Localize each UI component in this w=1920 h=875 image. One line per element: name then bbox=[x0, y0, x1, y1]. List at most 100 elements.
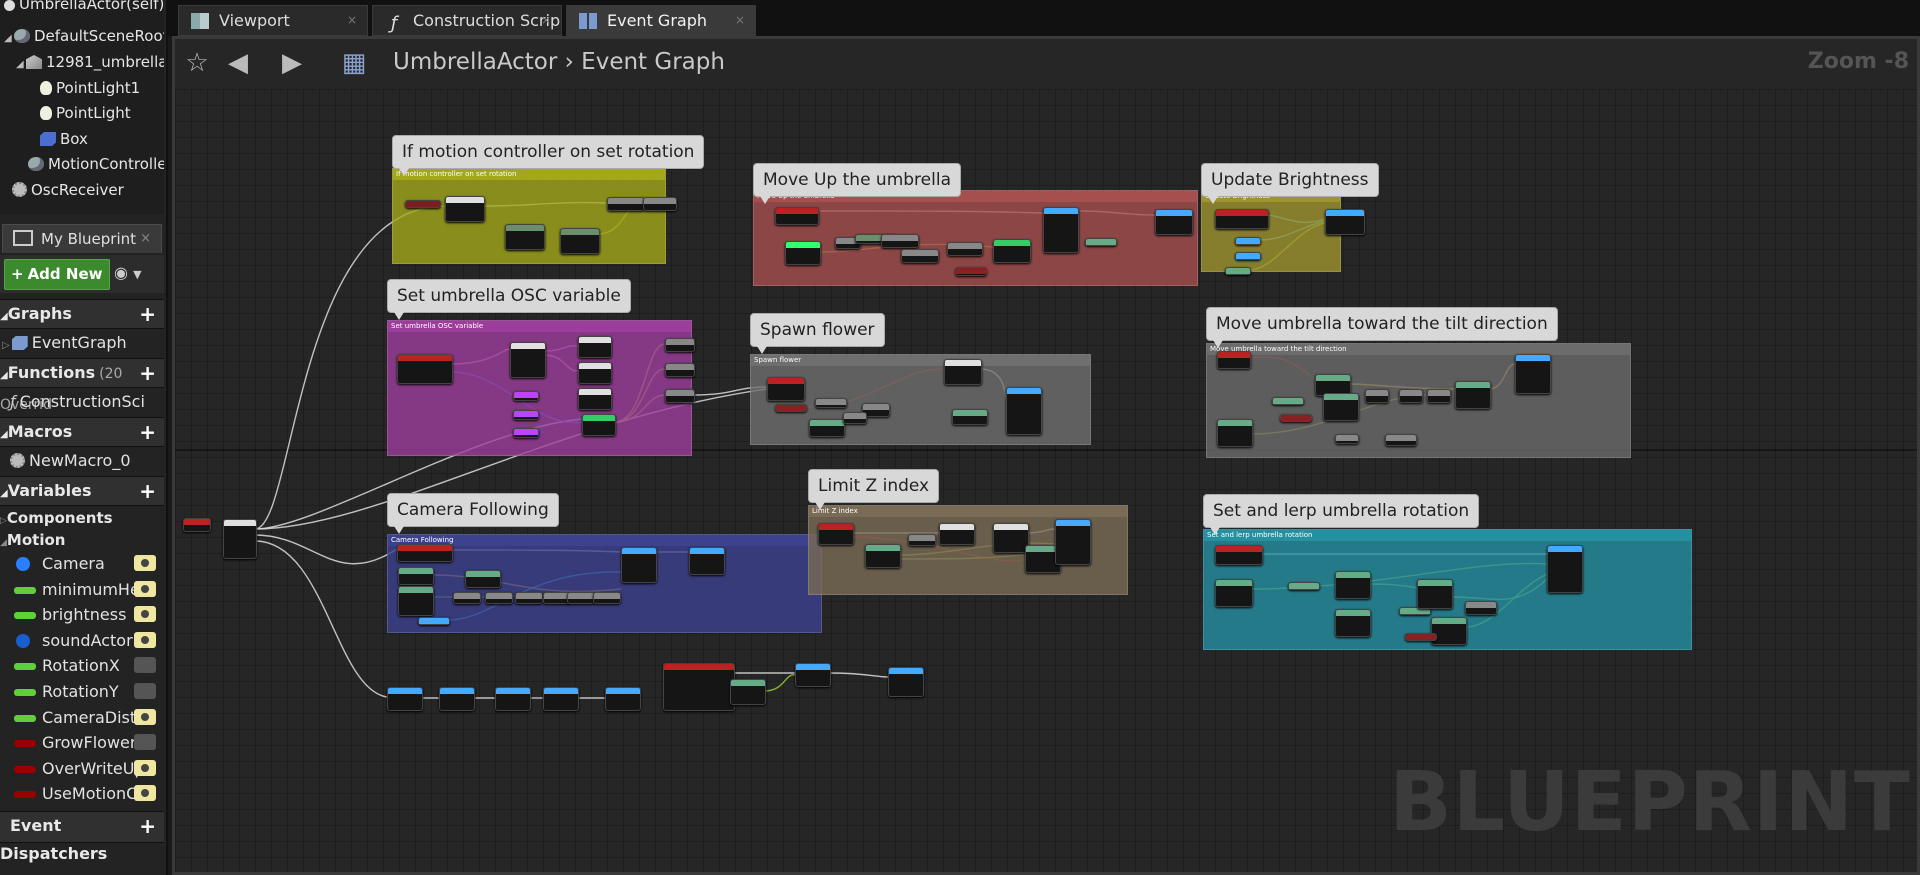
comment-bubble[interactable]: If motion controller on set rotation bbox=[392, 135, 705, 176]
tab-viewport[interactable]: Viewport× bbox=[178, 5, 368, 36]
tab-event-graph[interactable]: Event Graph× bbox=[566, 5, 756, 36]
variable-item[interactable]: OverWriteUp bbox=[0, 756, 164, 781]
tree-item-pointlight[interactable]: PointLight bbox=[40, 101, 131, 125]
graph-node[interactable] bbox=[1455, 381, 1491, 409]
graph-node[interactable] bbox=[1288, 582, 1320, 590]
graph-node[interactable] bbox=[888, 667, 924, 697]
graph-node[interactable] bbox=[621, 547, 657, 583]
section-event-dispatchers[interactable]: Event Dispatchers+ bbox=[0, 811, 164, 863]
graph-node[interactable] bbox=[578, 388, 612, 410]
graph-node[interactable] bbox=[1217, 419, 1253, 447]
eye-open-icon[interactable] bbox=[134, 631, 156, 648]
star-icon[interactable]: ☆ bbox=[185, 48, 209, 78]
graph-node[interactable] bbox=[993, 523, 1029, 553]
graph-node[interactable] bbox=[1235, 252, 1261, 260]
tree-item-motion-controller[interactable]: MotionControlle bbox=[28, 152, 164, 176]
eye-open-icon[interactable] bbox=[134, 606, 156, 623]
comment-bubble[interactable]: Camera Following bbox=[387, 493, 559, 534]
graph-node[interactable] bbox=[881, 234, 919, 248]
add-function-button[interactable]: + bbox=[139, 361, 156, 385]
components-tree[interactable]: UmbrellaActor(self) ◢DefaultSceneRoot ◢1… bbox=[0, 0, 164, 214]
graph-node[interactable] bbox=[1215, 579, 1253, 607]
my-blueprint-tab[interactable]: My Blueprint× bbox=[2, 224, 162, 253]
graph-node[interactable] bbox=[815, 398, 847, 408]
macro-item-newmacro[interactable]: NewMacro_0 bbox=[0, 448, 164, 473]
graph-node[interactable] bbox=[993, 239, 1031, 263]
forward-arrow-icon[interactable]: ▶ bbox=[282, 48, 302, 78]
variable-item[interactable]: GrowFlower bbox=[0, 730, 164, 755]
graph-node[interactable] bbox=[1427, 389, 1451, 403]
close-tab-icon[interactable]: × bbox=[540, 13, 551, 27]
tree-item-osc-receiver[interactable]: OscReceiver bbox=[12, 178, 124, 202]
graph-node[interactable] bbox=[1335, 434, 1359, 444]
add-graph-button[interactable]: + bbox=[139, 302, 156, 326]
graph-node[interactable] bbox=[1323, 393, 1359, 421]
add-variable-button[interactable]: + bbox=[139, 479, 156, 503]
collapse-triangle-icon[interactable]: ◢ bbox=[16, 59, 24, 70]
graph-node[interactable] bbox=[862, 403, 890, 417]
graph-node[interactable] bbox=[775, 404, 807, 412]
eye-closed-icon[interactable] bbox=[134, 657, 156, 674]
tree-item-self[interactable]: UmbrellaActor(self) bbox=[4, 0, 164, 16]
add-event-dispatcher-button[interactable]: + bbox=[139, 814, 156, 838]
graph-node[interactable] bbox=[1215, 545, 1263, 565]
graph-node[interactable] bbox=[952, 409, 988, 425]
tree-item-default-scene-root[interactable]: ◢DefaultSceneRoot bbox=[4, 24, 164, 48]
graph-node[interactable] bbox=[183, 518, 211, 532]
graph-node[interactable] bbox=[485, 592, 513, 604]
graph-node[interactable] bbox=[560, 228, 600, 254]
graph-node[interactable] bbox=[1025, 545, 1061, 573]
graph-node[interactable] bbox=[1325, 209, 1365, 235]
variable-item[interactable]: UseMotionCo bbox=[0, 781, 164, 806]
close-tab-icon[interactable]: × bbox=[140, 231, 151, 246]
graph-node[interactable] bbox=[665, 363, 695, 377]
graph-node[interactable] bbox=[1235, 237, 1261, 245]
graph-node[interactable] bbox=[1055, 519, 1091, 565]
graph-node[interactable] bbox=[582, 414, 616, 436]
variable-item[interactable]: brightness bbox=[0, 602, 164, 627]
graph-node[interactable] bbox=[605, 687, 641, 711]
comment-box[interactable]: Update Brightness bbox=[1201, 190, 1341, 272]
comment-bubble[interactable]: Move umbrella toward the tilt direction bbox=[1206, 307, 1558, 348]
graph-node[interactable] bbox=[818, 523, 854, 545]
graph-node[interactable] bbox=[1465, 601, 1497, 615]
graph-node[interactable] bbox=[1225, 267, 1251, 275]
graph-node[interactable] bbox=[1547, 545, 1583, 593]
breadcrumb-root[interactable]: UmbrellaActor bbox=[393, 49, 558, 75]
graph-node[interactable] bbox=[767, 377, 805, 401]
graph-node[interactable] bbox=[1272, 397, 1304, 405]
graph-node[interactable] bbox=[398, 567, 434, 585]
eye-open-icon[interactable] bbox=[134, 708, 156, 725]
graph-node[interactable] bbox=[439, 687, 475, 711]
comment-box[interactable]: Set umbrella OSC variable bbox=[387, 320, 692, 456]
graph-node[interactable] bbox=[405, 200, 441, 208]
graph-node[interactable] bbox=[397, 544, 453, 562]
back-arrow-icon[interactable]: ◀ bbox=[228, 48, 248, 78]
graph-node[interactable] bbox=[567, 592, 595, 604]
comment-bubble[interactable]: Set umbrella OSC variable bbox=[387, 279, 631, 320]
eye-closed-icon[interactable] bbox=[134, 734, 156, 751]
tree-item-box[interactable]: Box bbox=[40, 127, 88, 151]
graph-node[interactable] bbox=[955, 267, 987, 276]
graph-node[interactable] bbox=[223, 519, 257, 559]
graph-node[interactable] bbox=[453, 592, 481, 604]
graph-node[interactable] bbox=[1515, 354, 1551, 394]
graph-node[interactable] bbox=[1085, 238, 1117, 246]
comment-bubble[interactable]: Set and lerp umbrella rotation bbox=[1203, 494, 1480, 535]
graph-node[interactable] bbox=[1335, 571, 1371, 599]
graph-node[interactable] bbox=[795, 663, 831, 687]
variable-item[interactable]: soundActor bbox=[0, 628, 164, 653]
graph-node[interactable] bbox=[398, 586, 434, 616]
graph-node[interactable] bbox=[1365, 389, 1389, 403]
graph-node[interactable] bbox=[785, 241, 821, 265]
tree-item-pointlight1[interactable]: PointLight1 bbox=[40, 76, 140, 100]
graph-node[interactable] bbox=[1417, 579, 1453, 609]
graph-node[interactable] bbox=[1217, 351, 1251, 369]
section-variables[interactable]: ◢Variables+ bbox=[0, 476, 164, 506]
collapse-triangle-icon[interactable]: ◢ bbox=[4, 33, 12, 44]
graph-node[interactable] bbox=[1399, 389, 1423, 403]
graph-node[interactable] bbox=[1280, 414, 1312, 422]
add-new-button[interactable]: +Add New ▼ bbox=[4, 259, 110, 311]
